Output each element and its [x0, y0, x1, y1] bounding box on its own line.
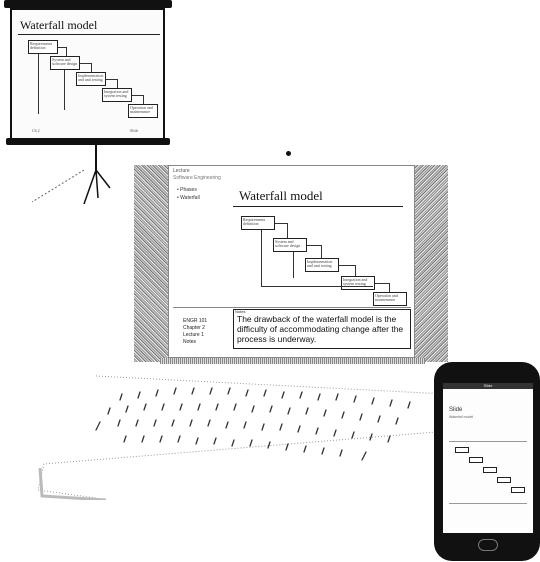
laptop-feedback-line [261, 230, 262, 286]
projector-flow-line [117, 79, 118, 88]
laptop-bullet-list: • Phases • Waterfall [177, 186, 200, 202]
phone-step-1 [455, 447, 469, 453]
laptop-meta-line: Chapter 2 [183, 325, 207, 332]
projector-step-4: Integration and system testing [102, 88, 132, 102]
phone-divider [449, 503, 527, 504]
phone-slide-text: Waterfall model [449, 415, 527, 419]
laptop-meta-line: ENGR 101 [183, 318, 207, 325]
projector-slide-title: Waterfall model [20, 18, 97, 33]
laptop-flow-line [307, 245, 321, 246]
laptop-flow-line [275, 223, 287, 224]
projector-feedback-line [64, 70, 65, 110]
projector-roller [4, 0, 172, 8]
laptop-flow-line [321, 245, 322, 258]
projector-flow-line [58, 47, 66, 48]
phone-status-bar: Slide [443, 383, 533, 389]
projector-flow-line [106, 79, 117, 80]
phone-home-button[interactable] [478, 539, 498, 551]
laptop-step-2: System and software design [273, 238, 307, 252]
laptop-keyboard[interactable] [36, 372, 446, 500]
laptop-title-rule [233, 206, 403, 207]
laptop-step-5: Operation and maintenance [373, 292, 407, 306]
projector-tripod [20, 140, 130, 220]
laptop-step-3: Implementation and unit testing [305, 258, 339, 272]
laptop-screen: Lecture Software Engineering • Phases • … [168, 165, 415, 358]
laptop-meta-block: ENGR 101 Chapter 2 Lecture 1 Notes [183, 318, 207, 346]
laptop-hinge [160, 358, 425, 364]
projector-flow-line [91, 63, 92, 72]
phone-step-5 [511, 487, 525, 493]
projector-flow-line [66, 47, 67, 56]
laptop-notes-separator [173, 307, 411, 308]
phone-divider [449, 441, 527, 442]
projector-flow-line [132, 95, 143, 96]
laptop-flow-line [287, 223, 288, 238]
projector-step-3: Implementation and unit testing [76, 72, 106, 86]
projector-step-5: Operation and maintenance [128, 104, 158, 118]
projector-step-1: Requirements definition [28, 40, 58, 54]
laptop-header-sub: Software Engineering [173, 175, 221, 181]
laptop-step-1: Requirements definition [241, 216, 275, 230]
projector-footer-right: Slide [130, 128, 138, 133]
laptop-bullet-item[interactable]: • Waterfall [177, 194, 200, 202]
projector-screen: Waterfall model Requirements definition … [10, 8, 165, 140]
laptop-flow-line [355, 265, 356, 276]
laptop-bezel-left [134, 165, 171, 362]
laptop-slide-title: Waterfall model [239, 188, 323, 204]
phone-screen[interactable]: Slide Slide Waterfall model [443, 383, 533, 533]
laptop-flow-line [375, 283, 389, 284]
laptop-flow-line [389, 283, 390, 292]
laptop-header-top: Lecture [173, 168, 190, 174]
projector-step-2: System and software design [50, 56, 80, 70]
laptop-flow-line [339, 265, 355, 266]
phone-slide-title: Slide [449, 407, 462, 413]
laptop-notes-text: The drawback of the waterfall model is t… [237, 314, 407, 344]
laptop-feedback-line [261, 286, 373, 287]
laptop-meta-line: Lecture 1 [183, 332, 207, 339]
laptop-camera-dot [286, 151, 291, 156]
projector-flow-line [143, 95, 144, 104]
laptop-feedback-line [293, 252, 294, 278]
phone-step-2 [469, 457, 483, 463]
laptop-meta-line: Notes [183, 339, 207, 346]
projector-flow-line [80, 63, 91, 64]
projector-footer-left: Ch 2 [32, 128, 40, 133]
projector-feedback-line [38, 54, 39, 114]
projector-title-rule [18, 34, 160, 35]
laptop-bullet-item[interactable]: • Phases [177, 186, 200, 194]
laptop-step-4: Integration and system testing [341, 276, 375, 290]
phone-step-3 [483, 467, 497, 473]
phone-step-4 [497, 477, 511, 483]
laptop-bezel-right [412, 165, 448, 362]
